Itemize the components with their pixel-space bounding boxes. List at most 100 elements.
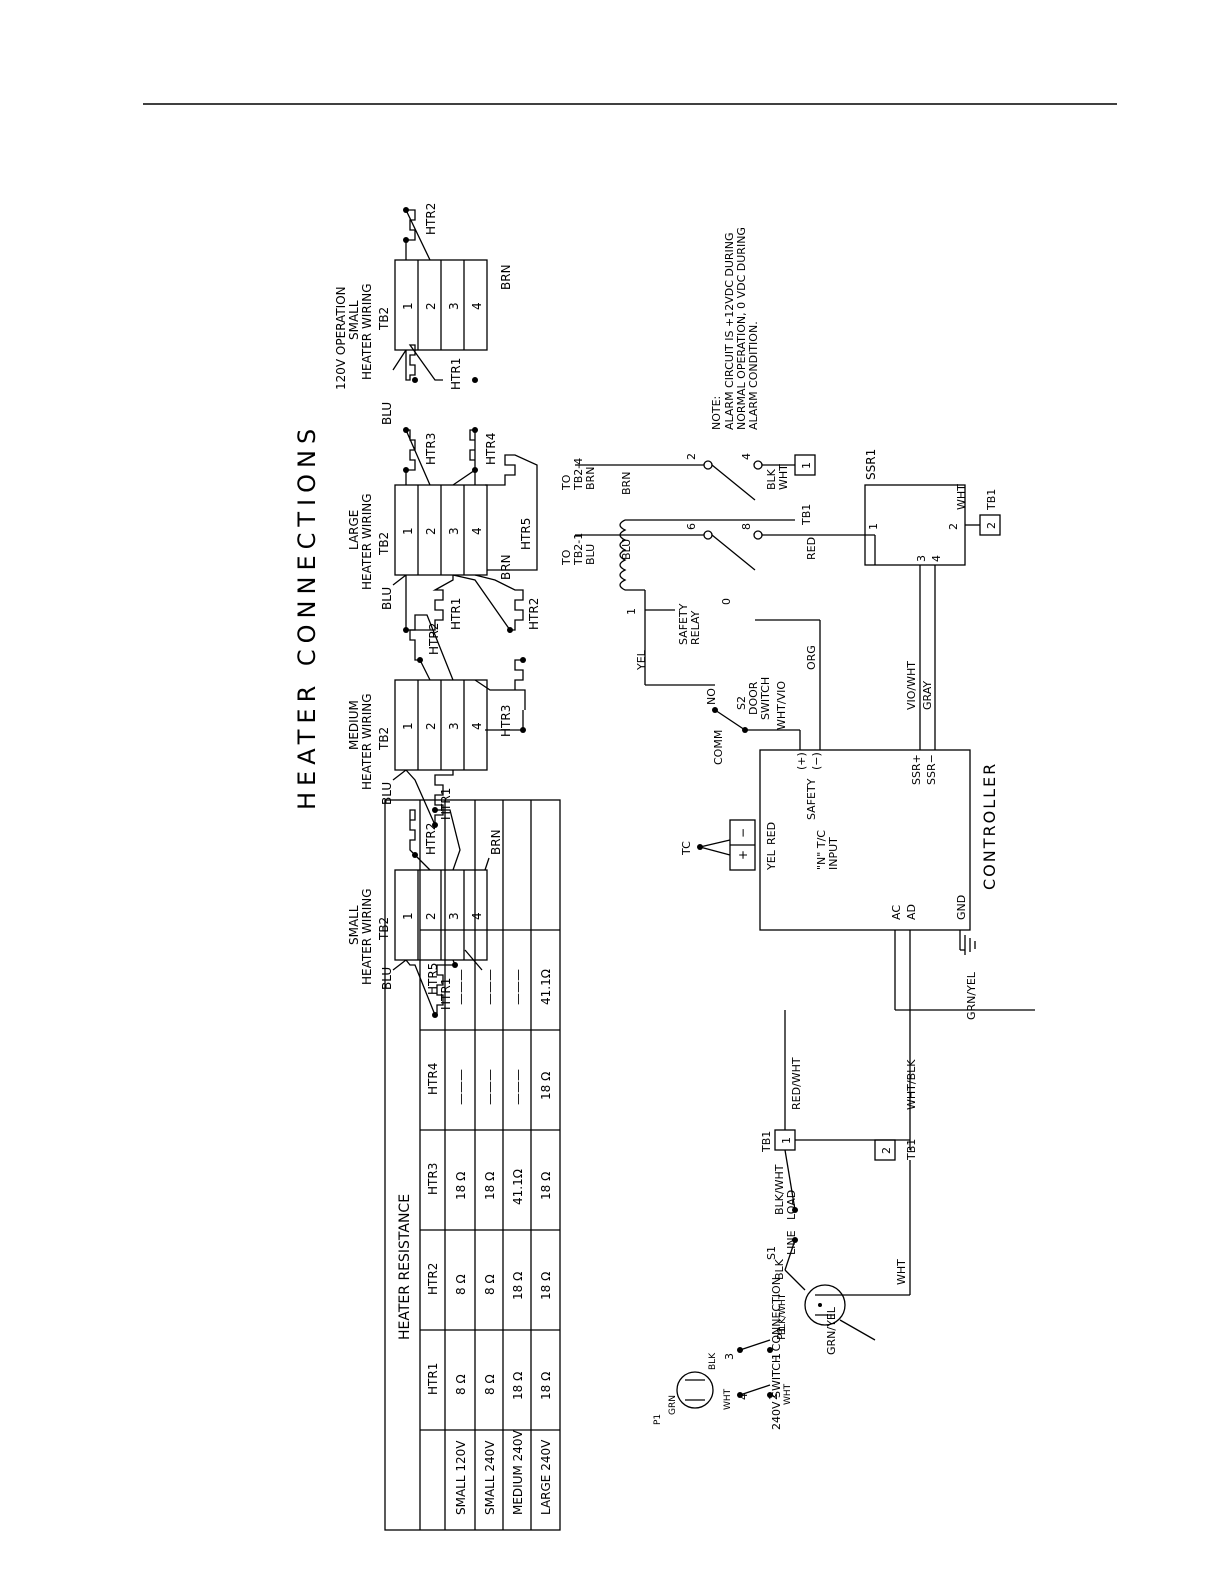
wht-vio-wire: WHT/VIO bbox=[775, 681, 788, 730]
blu-label: BLU bbox=[380, 587, 394, 610]
htr1-label: HTR1 bbox=[449, 598, 463, 630]
pin4: 4 bbox=[740, 453, 753, 460]
medium-heater-wiring: MEDIUM HEATER WIRING TB2 BLU 1 2 3 4 HTR… bbox=[347, 614, 526, 828]
ssr-pin-4: 4 bbox=[930, 555, 943, 562]
red-wire: RED bbox=[805, 537, 818, 560]
note-line-2: NORMAL OPERATION, 0 VDC DURING bbox=[735, 227, 748, 430]
table-title: HEATER RESISTANCE bbox=[397, 1194, 413, 1340]
htr1-label: HTR1 bbox=[439, 978, 453, 1010]
cell: 41.1Ω bbox=[511, 1169, 525, 1205]
small-heater-wiring: SMALL HEATER WIRING TB2 BLU 1 2 3 4 HTR1… bbox=[347, 807, 503, 1018]
col-htr2: HTR2 bbox=[426, 1263, 440, 1295]
door-label: DOOR bbox=[747, 681, 760, 715]
cell: 8 Ω bbox=[483, 1274, 497, 1295]
ac-label: AC bbox=[890, 905, 903, 920]
large-title-2: HEATER WIRING bbox=[360, 493, 374, 590]
switch-label: SWITCH bbox=[759, 677, 772, 720]
wht-ssr: WHT bbox=[955, 484, 968, 510]
load-label: LOAD bbox=[785, 1190, 798, 1220]
rotated-drawing: HEATER CONNECTIONS HEATER RESISTANCE HTR… bbox=[293, 203, 1035, 1531]
term: 1 bbox=[401, 912, 415, 920]
large-heater-wiring: LARGE HEATER WIRING TB2 BLU 1 2 3 4 HTR1… bbox=[347, 427, 541, 633]
small-120v-heater-wiring: 120V OPERATION SMALL HEATER WIRING TB2 B… bbox=[334, 203, 513, 425]
ssr-pin-1: 1 bbox=[867, 523, 880, 530]
row-label: SMALL 120V bbox=[454, 1440, 468, 1515]
ssr-pin-3: 3 bbox=[915, 555, 928, 562]
blu-label: BLU bbox=[380, 782, 394, 805]
to-tb2-1: TB2-1 bbox=[572, 533, 585, 566]
tb2-label: TB2 bbox=[377, 532, 391, 556]
grn-yel-gnd: GRN/YEL bbox=[965, 971, 978, 1020]
to-label: TO bbox=[560, 474, 573, 491]
note-label: NOTE: bbox=[710, 396, 723, 430]
tb2-label: TB2 bbox=[377, 917, 391, 941]
medium-title-2: HEATER WIRING bbox=[360, 693, 374, 790]
to-tb2-4: TB2-4 bbox=[572, 458, 585, 491]
tb1-label: TB1 bbox=[985, 489, 998, 511]
sw-pin-3: 3 bbox=[723, 1353, 736, 1360]
term: 1 bbox=[401, 722, 415, 730]
cell: 18 Ω bbox=[483, 1172, 497, 1200]
blk-wire: BLK bbox=[765, 468, 778, 490]
htr1-label: HTR1 bbox=[439, 788, 453, 820]
s1-label: S1 bbox=[765, 1246, 778, 1260]
htr2-label: HTR2 bbox=[427, 623, 441, 655]
tb1-1: 1 bbox=[800, 462, 813, 469]
sw240-label: 240V SWITCH CONNECTION bbox=[770, 1277, 783, 1430]
small-title-1: SMALL bbox=[347, 905, 361, 945]
tb1-1b: 1 bbox=[780, 1137, 793, 1144]
p1-plug bbox=[804, 1284, 846, 1326]
brn-label: BRN bbox=[489, 829, 503, 855]
cell: 8 Ω bbox=[454, 1374, 468, 1395]
safety-neg: (−) bbox=[810, 752, 823, 770]
ad-label: AD bbox=[905, 904, 918, 920]
tb2-label: TB2 bbox=[377, 727, 391, 751]
cell: ——— bbox=[511, 1069, 525, 1105]
row-label: LARGE 240V bbox=[539, 1439, 553, 1515]
grn-yel-p1: GRN/YEL bbox=[825, 1306, 838, 1355]
relay-1: SAFETY bbox=[677, 603, 690, 645]
tc-input-1: "N" T/C bbox=[815, 830, 828, 870]
ssr-plus: SSR+ bbox=[910, 754, 923, 785]
page-title: HEATER CONNECTIONS bbox=[293, 423, 321, 810]
note-line-1: ALARM CIRCUIT IS +12VDC DURING bbox=[723, 232, 736, 430]
blu-label: BLU bbox=[380, 967, 394, 990]
tc-input-2: INPUT bbox=[827, 837, 840, 870]
brn-label: BRN bbox=[499, 554, 513, 580]
sw-pin-1: 1 bbox=[770, 1353, 783, 1360]
htr2-label: HTR2 bbox=[424, 823, 438, 855]
s120-title-3: HEATER WIRING bbox=[360, 283, 374, 380]
htr1-label: HTR1 bbox=[449, 358, 463, 390]
tb1-label-c: TB1 bbox=[905, 1139, 918, 1161]
brn-label: BRN bbox=[499, 264, 513, 290]
pin2: 2 bbox=[685, 453, 698, 460]
s2-label: S2 bbox=[735, 696, 748, 710]
wht-blk-wire: WHT/BLK bbox=[905, 1059, 918, 1110]
term: 1 bbox=[401, 302, 415, 310]
coil-1: 1 bbox=[625, 608, 638, 615]
term: 2 bbox=[424, 527, 438, 535]
cell: 41.1Ω bbox=[539, 969, 553, 1005]
htr2-label: HTR2 bbox=[424, 203, 438, 235]
blu-label: BLU bbox=[380, 402, 394, 425]
cell: 18 Ω bbox=[511, 1372, 525, 1400]
wht-inset-2: WHT bbox=[783, 1383, 793, 1405]
cell: 18 Ω bbox=[454, 1172, 468, 1200]
relay-2: RELAY bbox=[689, 610, 702, 645]
tb2-label: TB2 bbox=[377, 307, 391, 331]
term: 4 bbox=[470, 912, 484, 920]
yel-wire: YEL bbox=[635, 649, 648, 671]
row-label: MEDIUM 240V bbox=[511, 1429, 525, 1515]
gray-wire: GRAY bbox=[921, 681, 934, 710]
term: 2 bbox=[424, 912, 438, 920]
htr3-label: HTR3 bbox=[424, 433, 438, 465]
coil-0: 0 bbox=[720, 598, 733, 605]
tc-label: TC bbox=[680, 841, 693, 856]
term: 3 bbox=[447, 527, 461, 535]
p1-inset: P1 bbox=[653, 1414, 663, 1425]
heater-resistance-table: HEATER RESISTANCE HTR1 HTR2 HTR3 HTR4 HT… bbox=[384, 799, 561, 1531]
wht-wire: WHT bbox=[777, 464, 790, 490]
sw-pin-4: 4 bbox=[737, 1393, 750, 1400]
cell: ——— bbox=[483, 1069, 497, 1105]
